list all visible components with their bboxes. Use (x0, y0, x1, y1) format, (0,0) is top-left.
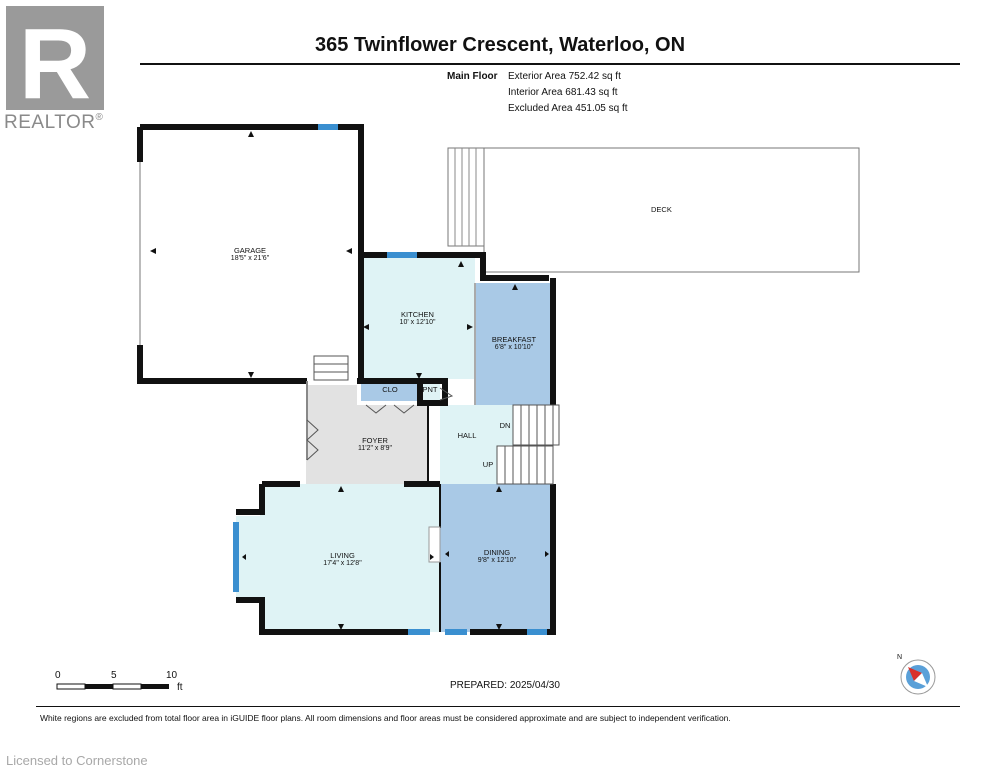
scale-bar (56, 683, 169, 690)
windows (233, 124, 547, 635)
realtor-logo-letter: R (19, 8, 91, 120)
dining-fill (440, 484, 553, 632)
dining-name: DINING (483, 548, 511, 557)
closet-label: CLO (382, 385, 398, 394)
compass-icon (900, 659, 936, 695)
title-rule (140, 63, 960, 65)
interior-area: Interior Area 681.43 sq ft (508, 87, 618, 98)
realtor-logo: R (6, 6, 104, 120)
realtor-reg-mark: ® (95, 112, 104, 123)
scale-label-10: 10 (166, 670, 178, 681)
walls (137, 124, 556, 635)
kitchen-fill (361, 258, 475, 379)
scale-unit: ft (177, 682, 183, 693)
kitchen-dims: 10' x 12'10" (399, 319, 436, 326)
exterior-area: Exterior Area 752.42 sq ft (508, 71, 621, 82)
garage-name: GARAGE (233, 246, 267, 255)
deck-label: DECK (651, 205, 672, 214)
realtor-name: REALTOR (4, 112, 96, 133)
foyer-name: FOYER (362, 436, 388, 445)
scale-label-5: 5 (111, 670, 117, 681)
doors (306, 387, 454, 563)
stairs (313, 355, 560, 485)
foyer-dims: 11'2" x 8'9" (358, 445, 392, 452)
breakfast-name: BREAKFAST (491, 335, 537, 344)
living-dims: 17'4" x 12'8" (323, 560, 362, 567)
compass-label: N (897, 654, 903, 661)
footer-rule (36, 706, 960, 707)
foyer-label: FOYER 11'2" x 8'9" (330, 436, 420, 452)
living-label: LIVING 17'4" x 12'8" (290, 551, 395, 567)
dining-label: DINING 9'8" x 12'10" (452, 548, 542, 564)
disclaimer: White regions are excluded from total fl… (40, 713, 731, 723)
living-fill (236, 484, 440, 632)
page-title: 365 Twinflower Crescent, Waterloo, ON (314, 34, 686, 56)
breakfast-fill (475, 283, 551, 405)
garage-dims: 18'5" x 21'6" (230, 255, 270, 262)
license-watermark: Licensed to Cornerstone (6, 753, 148, 768)
stairs-up-label: UP (482, 460, 494, 469)
realtor-wordmark: REALTOR® (4, 112, 103, 134)
hall-label: HALL (457, 431, 477, 440)
deck (447, 147, 860, 273)
excluded-area: Excluded Area 451.05 sq ft (508, 103, 628, 114)
closet-fill (361, 379, 419, 401)
foyer-fill (306, 385, 428, 484)
scale-label-0: 0 (55, 670, 61, 681)
pantry-label: PNT (422, 385, 438, 394)
garage-label: GARAGE 18'5" x 21'6" (190, 246, 310, 262)
kitchen-label: KITCHEN 10' x 12'10" (360, 310, 475, 326)
dimension-markers (150, 131, 549, 630)
living-name: LIVING (330, 551, 355, 560)
breakfast-dims: 6'8" x 10'10" (494, 344, 534, 351)
kitchen-name: KITCHEN (401, 310, 434, 319)
hall-fill (440, 405, 514, 484)
stairs-down-label: DN (499, 421, 511, 430)
prepared-date: PREPARED: 2025/04/30 (450, 680, 560, 691)
breakfast-label: BREAKFAST 6'8" x 10'10" (476, 335, 552, 351)
pantry-fill (419, 379, 440, 401)
floor-label: Main Floor (447, 71, 498, 82)
dining-dims: 9'8" x 12'10" (477, 557, 517, 564)
